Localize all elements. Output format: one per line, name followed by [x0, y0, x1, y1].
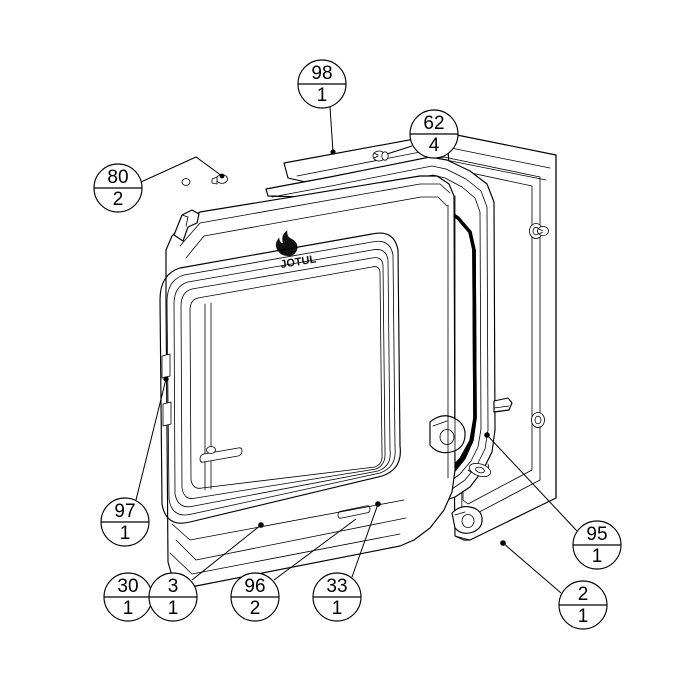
- callout-3-qty: 1: [168, 598, 179, 619]
- brand-wordmark: JOTUL: [280, 253, 318, 271]
- leader-lines: [135, 106, 578, 594]
- callout-95-qty: 1: [592, 546, 603, 567]
- callout-96-part: 96: [244, 576, 265, 597]
- door-latch-boss: [429, 415, 466, 454]
- callout-33-part: 33: [326, 576, 347, 597]
- callout-62[interactable]: 62 4: [409, 109, 459, 159]
- callout-3-part: 3: [168, 576, 179, 597]
- callout-98-part: 98: [311, 63, 332, 84]
- hinge-lug-upper: [161, 353, 171, 379]
- callout-95-part: 95: [586, 524, 607, 545]
- airwash-slot-left: [199, 446, 243, 463]
- callout-96-qty: 2: [250, 598, 261, 619]
- callout-98[interactable]: 98 1: [297, 59, 347, 109]
- callout-2[interactable]: 2 1: [558, 580, 608, 630]
- callout-33-qty: 1: [332, 598, 343, 619]
- callout-96[interactable]: 96 2: [230, 572, 280, 622]
- front-door-part: JOTUL: [159, 175, 466, 587]
- callout-62-part: 62: [423, 113, 444, 134]
- callout-95[interactable]: 95 1: [572, 520, 622, 570]
- screw-part-62-right: [537, 225, 549, 236]
- callout-2-part: 2: [578, 584, 589, 605]
- callout-97[interactable]: 97 1: [100, 497, 150, 547]
- latch-keeper-bracket: [451, 506, 483, 534]
- callout-97-qty: 1: [120, 523, 131, 544]
- hinge-lug-lower: [162, 401, 172, 427]
- callout-98-qty: 1: [317, 85, 328, 106]
- callout-97-part: 97: [114, 501, 135, 522]
- callout-33[interactable]: 33 1: [312, 572, 362, 622]
- callout-bubbles: 98 1 62 4 80 2 97: [93, 59, 622, 630]
- callout-2-qty: 1: [578, 606, 589, 627]
- callout-62-qty: 4: [429, 135, 440, 156]
- callout-30-part: 30: [117, 576, 138, 597]
- callout-30-qty: 1: [123, 598, 134, 619]
- callout-3[interactable]: 3 1: [148, 572, 198, 622]
- rear-frame-boss-lower: [531, 412, 545, 428]
- callout-80-part: 80: [107, 167, 128, 188]
- pin-part-80-b: [181, 178, 191, 186]
- side-tab-part: [493, 397, 513, 413]
- callout-80-qty: 2: [113, 189, 124, 210]
- callout-30[interactable]: 30 1: [103, 572, 153, 622]
- screw-part-62-top: [372, 150, 389, 162]
- callout-80[interactable]: 80 2: [93, 163, 143, 213]
